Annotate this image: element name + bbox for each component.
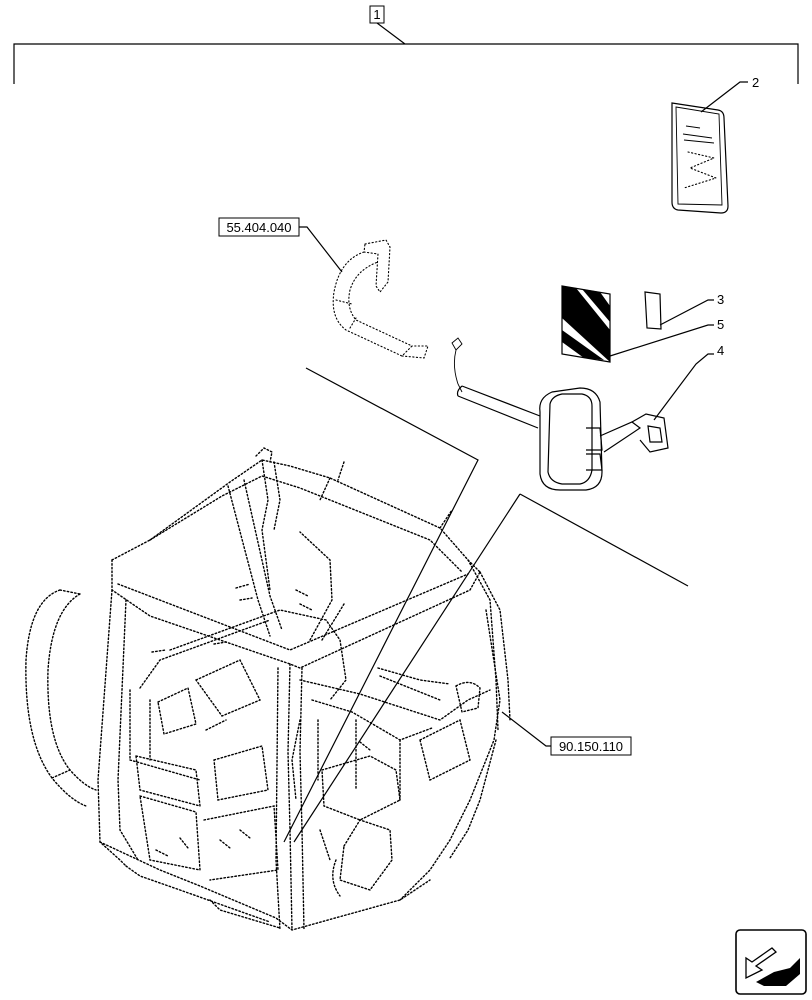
- callout-2: 2: [752, 75, 759, 90]
- small-label: 3: [644, 291, 724, 330]
- callout-3: 3: [717, 292, 724, 307]
- reference-90150110-label: 90.150.110: [559, 739, 623, 754]
- group-bracket: 1: [13, 5, 799, 84]
- arrow-icon[interactable]: [735, 929, 807, 995]
- manual-booklet: 2: [671, 75, 759, 214]
- reference-90150110[interactable]: 90.150.110: [501, 711, 632, 756]
- cab-frame: [25, 447, 511, 931]
- callout-5: 5: [717, 317, 724, 332]
- item-1-label: 1: [373, 7, 380, 22]
- grab-handle: [332, 239, 429, 359]
- mirror-assembly: 4: [451, 337, 724, 491]
- warning-sign: 5: [561, 285, 724, 363]
- callout-4: 4: [717, 343, 724, 358]
- leader-lines: [283, 367, 689, 843]
- reference-55404040-label: 55.404.040: [226, 220, 291, 235]
- reference-55404040[interactable]: 55.404.040: [218, 217, 343, 273]
